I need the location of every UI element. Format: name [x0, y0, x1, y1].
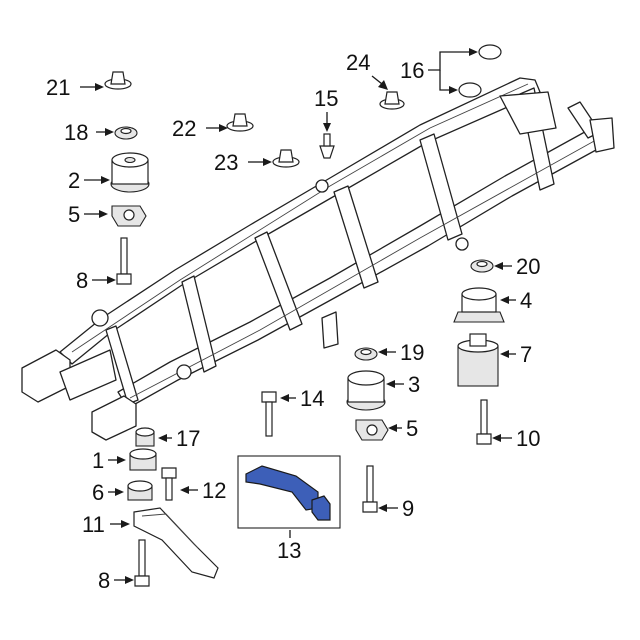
callout-21: 20: [516, 254, 540, 279]
callout-22: 21: [46, 75, 70, 100]
part-1-cushion: [129, 448, 157, 471]
callout-25: 24: [346, 50, 370, 75]
callout-4: 4: [520, 288, 532, 313]
part-5-retainer-upper: [111, 205, 147, 227]
part-14-box: [237, 455, 341, 529]
callout-20: 19: [400, 340, 424, 365]
part-22-plug: [104, 71, 132, 90]
callout-1: 1: [92, 448, 104, 473]
part-7-body-mount: [457, 333, 499, 387]
part-6-cushion: [127, 480, 153, 501]
callout-24: 23: [214, 150, 238, 175]
part-23-plug: [226, 113, 254, 132]
callout-11: 10: [516, 426, 540, 451]
callout-23: 22: [172, 116, 196, 141]
callout-7: 7: [520, 342, 532, 367]
part-4-body-mount: [453, 287, 505, 323]
part-15-bolt: [261, 391, 277, 437]
part-24-plug: [272, 149, 300, 168]
part-14-highlighted: [245, 465, 319, 511]
part-10-bolt: [362, 465, 378, 513]
callout-5-lower: 5: [406, 416, 418, 441]
part-13-bolt: [161, 467, 177, 501]
part-12-bracket: [133, 507, 219, 579]
callout-9: 8: [76, 268, 88, 293]
callout-12: 11: [82, 512, 105, 537]
callout-13: 12: [202, 478, 226, 503]
callout-5-upper: 5: [68, 202, 80, 227]
part-9-bolt: [116, 237, 132, 285]
callout-15: 14: [300, 386, 324, 411]
callout-8: 8: [98, 568, 110, 593]
part-19-washer: [114, 126, 138, 140]
part-21-washer: [470, 259, 494, 273]
part-17-seals: [458, 44, 502, 98]
part-20-washer: [354, 347, 378, 361]
part-25-plug: [379, 91, 405, 110]
callout-2: 2: [68, 168, 80, 193]
part-8-bolt: [134, 539, 150, 587]
part-3-body-mount: [346, 370, 386, 411]
part-18-cushion: [135, 427, 155, 447]
callout-19: 18: [64, 120, 88, 145]
callouts: 21 18 2 5 8 22 23 15 24: [46, 48, 540, 593]
callout-18: 17: [176, 426, 200, 451]
vehicle-frame: [21, 77, 615, 441]
part-11-bolt: [476, 399, 492, 445]
part-16-clip: [319, 133, 335, 159]
callout-10: 9: [402, 496, 414, 521]
part-2-body-mount: [110, 152, 150, 193]
callout-14: 13: [277, 538, 301, 563]
callout-16: 15: [314, 86, 338, 111]
callout-17: 16: [400, 58, 424, 83]
callout-6: 6: [92, 480, 104, 505]
callout-3: 3: [408, 372, 420, 397]
part-5-retainer-lower: [355, 419, 389, 441]
